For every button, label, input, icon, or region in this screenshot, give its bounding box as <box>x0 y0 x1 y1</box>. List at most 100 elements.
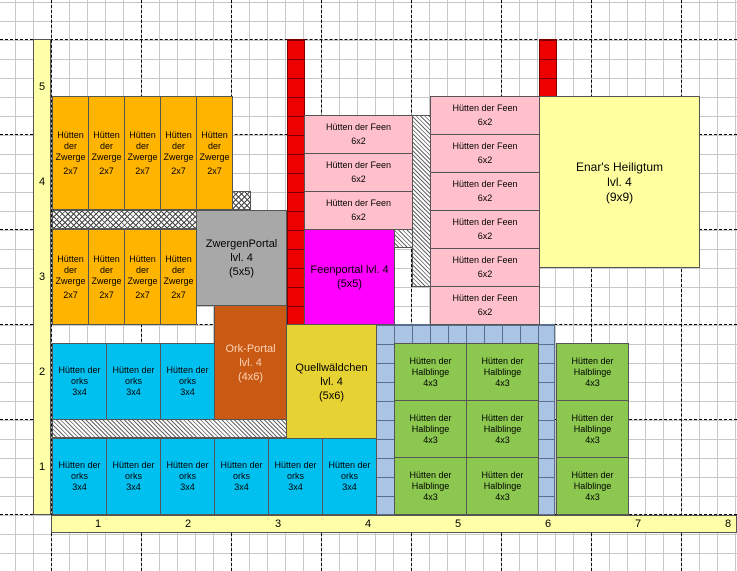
building-size: 3x4 <box>72 482 87 492</box>
halfling-hut: Hütten der Halblinge 4x3 <box>394 400 467 458</box>
fairy-portal: Feenportal lvl. 4 (5x5) <box>304 229 395 325</box>
building-name: Hütten der Zwerge <box>91 253 122 286</box>
halfling-hut: Hütten der Halblinge 4x3 <box>394 343 467 401</box>
building-name: Hütten der orks <box>220 460 263 481</box>
building-name: Hütten der Zwerge <box>127 129 158 162</box>
y-tick-label: 4 <box>39 176 46 188</box>
building-name: Feenportal lvl. 4 <box>310 264 389 276</box>
building-level: lvl. 4 <box>320 375 343 388</box>
grid-line <box>411 0 412 571</box>
building-size: 6x2 <box>351 136 366 146</box>
building-name: Hütten der orks <box>58 365 101 386</box>
building-name: Hütten der Halblinge <box>571 355 614 377</box>
orc-hut: Hütten der orks 3x4 <box>322 438 377 515</box>
red-column-left <box>287 39 305 325</box>
halfling-hut: Hütten der Halblinge 4x3 <box>556 400 629 458</box>
y-tick-label: 1 <box>39 461 46 473</box>
fairy-hut: Hütten der Feen 6x2 <box>304 191 413 230</box>
building-name: Hütten der Zwerge <box>163 129 194 162</box>
halfling-hut: Hütten der Halblinge 4x3 <box>556 457 629 515</box>
building-size: 4x3 <box>585 434 600 445</box>
building-name: Hütten der Halblinge <box>481 469 524 491</box>
orc-hut: Hütten der orks 3x4 <box>106 343 161 420</box>
building-name: Hütten der orks <box>166 365 209 386</box>
fairy-hut: Hütten der Feen 6x2 <box>430 172 540 211</box>
hatched-strip <box>52 419 287 438</box>
building-level: lvl. 4 <box>607 174 632 189</box>
building-level: lvl. 4 <box>239 356 262 369</box>
enars-sanctum: Enar's Heiligtum lvl. 4 (9x9) <box>539 96 700 268</box>
orc-portal: Ork-Portal lvl. 4 (4x6) <box>214 305 287 420</box>
dwarf-hut: Hütten der Zwerge 2x7 <box>124 96 161 210</box>
building-name: Hütten der Halblinge <box>409 355 452 377</box>
building-size: 4x3 <box>423 434 438 445</box>
building-name: Hütten der Feen <box>452 103 518 113</box>
fairy-hut: Hütten der Feen 6x2 <box>430 210 540 249</box>
x-tick-label: 3 <box>275 518 282 530</box>
orc-hut: Hütten der orks 3x4 <box>160 438 215 515</box>
x-tick-label: 7 <box>635 518 642 530</box>
fairy-hut: Hütten der Feen 6x2 <box>430 286 540 325</box>
building-name: Hütten der Halblinge <box>481 412 524 434</box>
fairy-hut: Hütten der Feen 6x2 <box>430 134 540 173</box>
red-column-right <box>539 39 557 97</box>
building-level: lvl. 4 <box>230 252 253 264</box>
building-name: Hütten der Halblinge <box>409 412 452 434</box>
building-size: 6x2 <box>351 174 366 184</box>
halfling-hut: Hütten der Halblinge 4x3 <box>394 457 467 515</box>
building-size: 4x3 <box>495 377 510 388</box>
orc-hut: Hütten der orks 3x4 <box>106 438 161 515</box>
building-name: Ork-Portal <box>225 342 276 355</box>
grid-line <box>591 0 592 571</box>
dwarf-hut: Hütten der Zwerge 2x7 <box>196 96 233 210</box>
orc-hut: Hütten der orks 3x4 <box>52 438 107 515</box>
spring-grove: Quellwäldchen lvl. 4 (5x6) <box>286 324 377 439</box>
dwarf-hut: Hütten der Zwerge 2x7 <box>124 229 161 325</box>
y-axis <box>33 39 51 515</box>
building-name: Hütten der Feen <box>452 179 518 189</box>
building-size: 3x4 <box>126 482 141 492</box>
building-name: Hütten der orks <box>112 460 155 481</box>
y-tick-label: 5 <box>39 81 46 93</box>
orc-hut: Hütten der orks 3x4 <box>214 438 269 515</box>
building-name: Hütten der Feen <box>452 217 518 227</box>
building-name: Hütten der Halblinge <box>571 469 614 491</box>
building-size: 2x7 <box>63 165 78 176</box>
hatched-strip <box>412 115 431 287</box>
building-size: 4x3 <box>585 377 600 388</box>
x-tick-label: 6 <box>545 518 552 530</box>
building-size: 6x2 <box>351 212 366 222</box>
dwarf-hut: Hütten der Zwerge 2x7 <box>160 229 197 325</box>
orc-hut: Hütten der orks 3x4 <box>160 343 215 420</box>
grid-line <box>0 39 737 40</box>
building-name: Hütten der Feen <box>452 293 518 303</box>
building-name: Hütten der Halblinge <box>571 412 614 434</box>
building-size: 2x7 <box>99 289 114 300</box>
building-name: Quellwäldchen <box>295 361 368 374</box>
building-size: 3x4 <box>234 482 249 492</box>
building-size: 6x2 <box>477 193 493 203</box>
building-name: Hütten der orks <box>112 365 155 386</box>
building-name: Hütten der orks <box>274 460 317 481</box>
building-size: 2x7 <box>171 165 186 176</box>
x-tick-label: 1 <box>95 518 102 530</box>
grid-line <box>51 0 52 571</box>
building-name: Hütten der Zwerge <box>199 129 230 162</box>
building-size: 3x4 <box>72 387 87 397</box>
building-size: 3x4 <box>288 482 303 492</box>
dwarf-hut: Hütten der Zwerge 2x7 <box>88 229 125 325</box>
hatched-strip <box>394 229 413 248</box>
building-name: Hütten der orks <box>328 460 371 481</box>
building-name: Hütten der Zwerge <box>163 253 194 286</box>
building-name: Hütten der Feen <box>452 141 518 151</box>
halfling-hut: Hütten der Halblinge 4x3 <box>556 343 629 401</box>
building-size: 2x7 <box>135 165 150 176</box>
building-size: 3x4 <box>126 387 141 397</box>
fairy-hut: Hütten der Feen 6x2 <box>430 248 540 287</box>
orc-hut: Hütten der orks 3x4 <box>52 343 107 420</box>
building-size: (5x5) <box>336 278 363 290</box>
building-name: Hütten der Feen <box>452 255 518 265</box>
fairy-hut: Hütten der Feen 6x2 <box>430 96 540 135</box>
building-size: (9x9) <box>605 189 634 204</box>
building-name: Hütten der Halblinge <box>481 355 524 377</box>
